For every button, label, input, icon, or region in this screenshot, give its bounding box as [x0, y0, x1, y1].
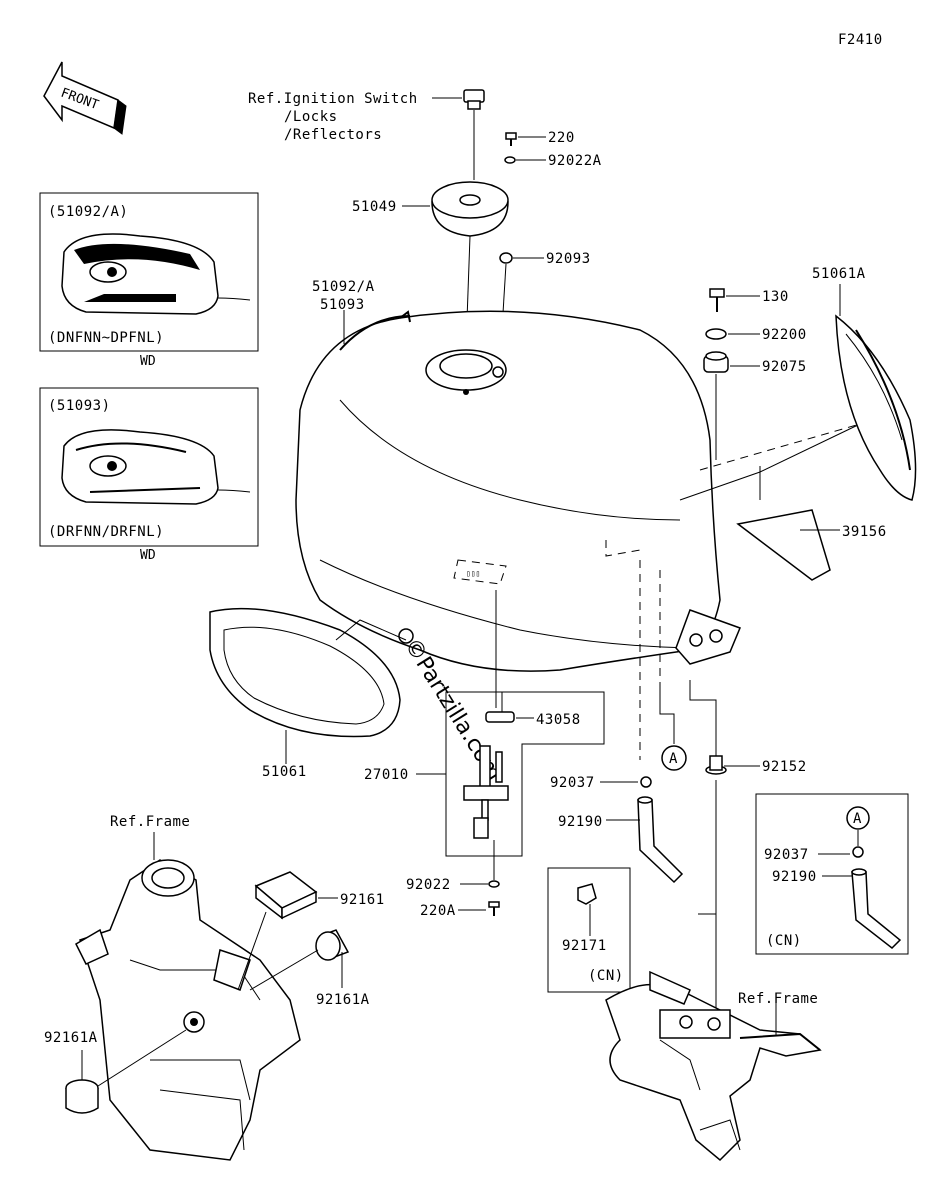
front-arrow-icon: FRONT	[43, 61, 127, 135]
damper-92075	[703, 351, 729, 373]
knee-pad-51061	[209, 607, 401, 738]
screw-220A	[488, 901, 500, 916]
inset-51093-title: (51093)	[48, 398, 111, 414]
marker-a-cn	[846, 806, 870, 830]
collar-92152	[705, 755, 727, 775]
knee-pad-51061A	[835, 314, 917, 501]
callout-92037: 92037	[550, 775, 595, 791]
marker-a-main	[661, 745, 687, 771]
callout-92037-cn: 92037	[764, 847, 809, 863]
ignition-switch-part	[463, 89, 485, 110]
callout-51061A: 51061A	[812, 266, 866, 282]
marker-a-main-label: A	[669, 751, 678, 767]
fuel-tank-51092A-51093: ▯▯▯	[295, 310, 741, 672]
callout-43058: 43058	[536, 712, 581, 728]
fuel-cap-51049	[431, 181, 509, 237]
inset-51092A: (51092/A) (DNFNN~DPFNL)	[39, 192, 259, 352]
pad-92161	[254, 871, 318, 920]
cn-box-92171	[547, 867, 631, 993]
callout-92161: 92161	[340, 892, 385, 908]
callout-51093: 51093	[320, 297, 365, 313]
damper-92161A-left	[65, 1079, 99, 1114]
callout-92161A-left: 92161A	[44, 1030, 98, 1046]
callout-51092A: 51092/A	[312, 279, 375, 295]
callout-27010: 27010	[364, 767, 409, 783]
cn-label-92171: (CN)	[588, 968, 624, 984]
inset-51093-caption: WD	[140, 548, 156, 563]
ref-ignition-switch: Ref.Ignition Switch	[248, 91, 418, 107]
front-frame-left	[75, 859, 301, 1161]
clip-92171	[577, 883, 597, 905]
ref-frame-right: Ref.Frame	[738, 991, 818, 1007]
washer-92200	[705, 328, 727, 340]
callout-92022: 92022	[406, 877, 451, 893]
washer-92022A	[504, 156, 516, 164]
callout-51061: 51061	[262, 764, 307, 780]
clamp-92037	[640, 776, 652, 788]
callout-51049: 51049	[352, 199, 397, 215]
hose-92190-cn	[851, 868, 902, 949]
cn-box-hose	[755, 793, 909, 955]
callout-220: 220	[548, 130, 575, 146]
callout-92075: 92075	[762, 359, 807, 375]
washer-92022	[488, 880, 500, 888]
tank-label-plate: ▯▯▯	[453, 559, 507, 585]
callout-92161A-right: 92161A	[316, 992, 370, 1008]
ref-reflectors: /Reflectors	[284, 127, 382, 143]
cn-label-hose: (CN)	[766, 933, 802, 949]
bolt-220	[505, 132, 517, 146]
callout-92152: 92152	[762, 759, 807, 775]
ref-frame-left: Ref.Frame	[110, 814, 190, 830]
hose-92190	[637, 796, 684, 884]
callout-92190-cn: 92190	[772, 869, 817, 885]
marker-a-cn-label: A	[853, 811, 862, 827]
damper-92161A-right	[315, 929, 350, 961]
callout-92022A: 92022A	[548, 153, 602, 169]
callout-92200: 92200	[762, 327, 807, 343]
bolt-130	[709, 288, 725, 312]
callout-220A: 220A	[420, 903, 456, 919]
inset-51093: (51093) (DRFNN/DRFNL)	[39, 387, 259, 547]
callout-130: 130	[762, 289, 789, 305]
sheet-39156	[736, 509, 831, 581]
inset-51092A-title: (51092/A)	[48, 204, 128, 220]
clamp-92037-cn	[852, 846, 864, 858]
figure-code: F2410	[838, 32, 883, 48]
seal-92093	[499, 252, 513, 264]
ref-locks: /Locks	[284, 109, 338, 125]
callout-92190: 92190	[558, 814, 603, 830]
rear-frame-right	[605, 970, 822, 1162]
callout-92093: 92093	[546, 251, 591, 267]
inset-51092A-variant: (DNFNN~DPFNL)	[48, 330, 164, 346]
callout-92171: 92171	[562, 938, 607, 954]
fuel-pump-27010	[463, 745, 509, 839]
gasket-43058	[485, 711, 515, 723]
inset-51093-variant: (DRFNN/DRFNL)	[48, 524, 164, 540]
inset-51092A-caption: WD	[140, 354, 156, 369]
svg-text:▯▯▯: ▯▯▯	[466, 569, 480, 578]
callout-39156: 39156	[842, 524, 887, 540]
